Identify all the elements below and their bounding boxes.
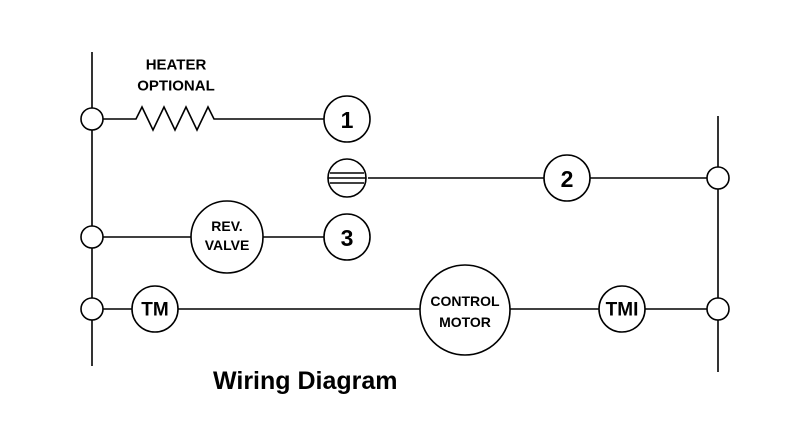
terminal-3-label: 3 [341,225,354,251]
terminal-1-label: 1 [341,107,354,133]
left-node-row3 [80,225,104,249]
left-node-row4 [80,297,104,321]
heater-label-line2: OPTIONAL [137,78,215,95]
tmi-contact [598,285,646,333]
rev-valve-coil [190,200,264,274]
left-node-row1 [80,107,104,131]
terminal-2-label: 2 [561,166,574,192]
rev-valve-label-line2: VALVE [205,237,250,253]
terminal-3 [323,213,371,261]
control-motor-label-line1: CONTROL [430,293,500,309]
tm-label: TM [141,300,168,321]
control-motor [419,264,511,356]
heater-resistor [92,105,324,132]
right-node-row2 [706,166,730,190]
control-motor-label-line2: MOTOR [439,314,491,330]
diagram-caption: Wiring Diagram [213,367,398,395]
heater-label-line1: HEATER [146,57,207,74]
rev-valve-label-line1: REV. [211,218,242,234]
tm-contact [131,285,179,333]
tmi-label: TMI [606,300,639,321]
right-node-row4 [706,297,730,321]
terminal-2 [543,154,591,202]
terminal-1 [323,95,371,143]
